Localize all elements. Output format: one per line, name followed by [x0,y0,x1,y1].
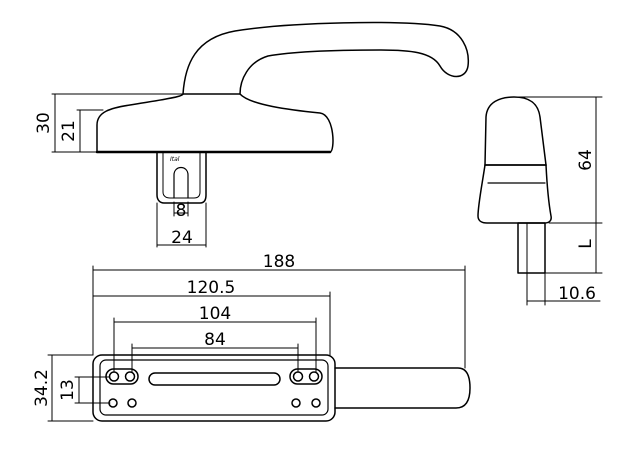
side-view-handle [477,96,552,274]
hole-bottom-3 [291,398,301,408]
base-plate-inner [99,359,329,416]
handle-lever [182,21,470,95]
center-slot [148,372,281,386]
dim-side-height-64: 64 [576,149,596,171]
spindle-mark: Ital [170,156,180,163]
dim-pitch-13: 13 [58,379,78,401]
side-handle-top [484,96,547,166]
dim-side-width-10-6: 10.6 [558,284,596,304]
slot-right [289,368,323,385]
dim-total-188: 188 [263,252,295,272]
dim-height-30: 30 [34,112,54,134]
side-view-dimensions [513,96,603,306]
slot-left [105,368,139,385]
front-view-handle: Ital [95,21,470,204]
dim-height-34-2: 34.2 [32,369,52,407]
dim-length-120-5: 120.5 [187,278,236,298]
plan-view-dimensions [47,265,466,422]
hole-left-b [124,371,136,382]
dim-spacing-104: 104 [199,304,231,324]
side-spindle [517,222,546,274]
front-view-dimensions [51,93,207,248]
dim-height-21: 21 [59,120,79,142]
lever-plan [334,367,471,409]
dim-spacing-84: 84 [204,330,226,350]
hole-right-a [292,371,304,382]
spindle [156,151,207,204]
hole-bottom-4 [311,398,321,408]
hole-bottom-2 [127,398,137,408]
base-plate-outer [92,354,336,422]
hole-left-a [108,371,120,382]
side-handle-body [477,164,552,224]
dim-side-length-l: L [576,239,596,249]
handle-rose [96,93,334,153]
dim-width-24: 24 [171,228,193,248]
hole-right-b [308,371,320,382]
dim-spindle-8: 8 [176,201,187,221]
plan-view [92,354,471,422]
